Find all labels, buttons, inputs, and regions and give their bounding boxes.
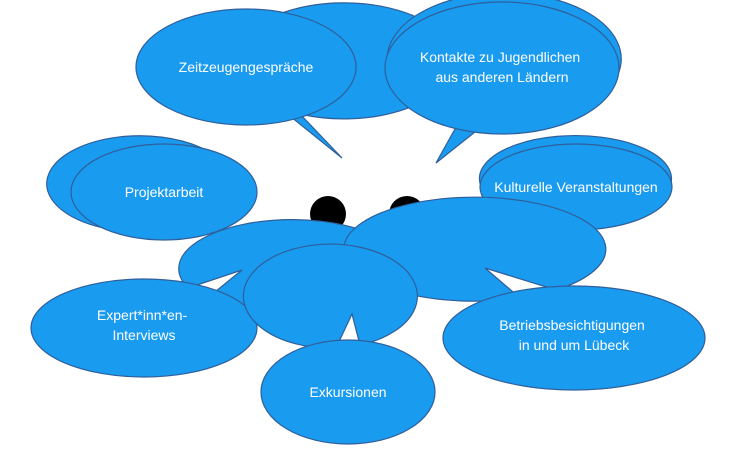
bubble-projektarbeit: Projektarbeit (46, 135, 258, 241)
bubble-label: Projektarbeit (125, 184, 204, 200)
bubble-label: Kulturelle Veranstaltungen (494, 179, 657, 195)
bubble-exkursionen: Exkursionen (242, 243, 436, 445)
bubble-label: Expert*inn*en- Interviews (97, 307, 191, 343)
bubble-betriebsbesichtigungen: Betriebsbesichtigungen in und um Lübeck (343, 196, 706, 391)
speech-bubble-shape (242, 243, 418, 349)
bubble-label: Exkursionen (309, 384, 386, 400)
bubble-label: Kontakte zu Jugendlichen aus anderen Län… (420, 49, 584, 85)
bubble-label: Zeitzeugengespräche (179, 59, 314, 75)
bubble-kontakte: Kontakte zu Jugendlichen aus anderen Län… (384, 0, 622, 164)
bubble-label: Betriebsbesichtigungen in und um Lübeck (499, 317, 648, 353)
